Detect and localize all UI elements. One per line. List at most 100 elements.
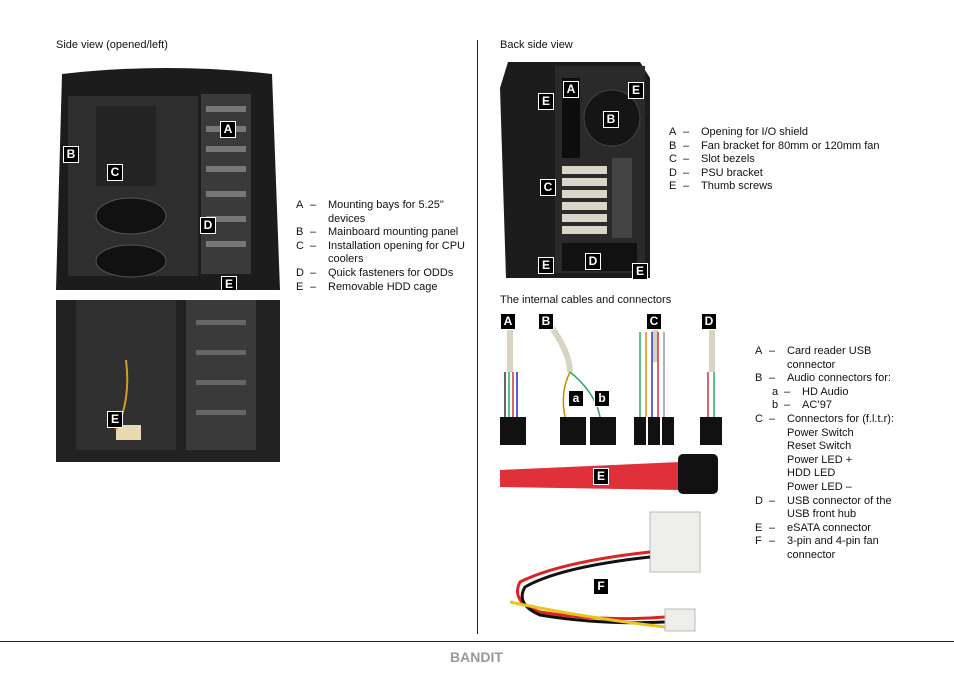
legend-dash: – xyxy=(683,126,690,138)
legend-subitem: b–AC’97 xyxy=(755,399,915,413)
label-badge: E xyxy=(632,263,648,280)
connector-name: Power LED + xyxy=(787,453,853,466)
legend-dash: – xyxy=(769,412,776,425)
connector-name: Power LED – xyxy=(787,480,852,493)
legend-item: D–USB connector of the USB front hub xyxy=(755,495,915,522)
legend-text: PSU bracket xyxy=(701,166,763,179)
label-badge: D xyxy=(585,253,601,270)
label-badge: E xyxy=(628,82,644,99)
legend-text: Audio connectors for: xyxy=(787,372,891,385)
legend-text: Connectors for (f.l.t.r): xyxy=(787,412,894,425)
legend-item: A–Mounting bays for 5.25" devices xyxy=(296,199,476,226)
legend-key: E xyxy=(755,521,763,534)
legend-item: B–Fan bracket for 80mm or 120mm fan xyxy=(669,140,919,154)
legend-text: Card reader USB connector xyxy=(787,345,872,371)
legend-text: Fan bracket for 80mm or 120mm fan xyxy=(701,139,880,152)
connector-name: Reset Switch xyxy=(787,440,852,453)
legend-dash: – xyxy=(683,139,690,152)
legend-key: A xyxy=(296,199,304,211)
side-view-legend: A–Mounting bays for 5.25" devices B–Main… xyxy=(296,199,476,294)
label-badge: E xyxy=(221,276,237,290)
legend-item: D–PSU bracket xyxy=(669,167,919,181)
connector-name: HDD LED xyxy=(787,467,836,480)
legend-item: E–Thumb screws xyxy=(669,180,919,194)
label-badge: A xyxy=(220,121,236,138)
cables-caption: The internal cables and connectors xyxy=(500,294,672,306)
legend-dash: – xyxy=(769,372,776,385)
label-badge: E xyxy=(538,93,554,110)
label-badge: F xyxy=(593,578,609,595)
back-view-legend: A–Opening for I/O shield B–Fan bracket f… xyxy=(669,126,919,194)
side-view-caption: Side view (opened/left) xyxy=(56,39,168,51)
column-divider xyxy=(477,40,478,634)
legend-dash: – xyxy=(683,166,690,179)
legend-key: B xyxy=(755,372,763,385)
legend-item: B–Audio connectors for: xyxy=(755,372,915,386)
label-badge: b xyxy=(594,390,610,407)
legend-text: USB connector of the USB front hub xyxy=(787,494,892,521)
label-badge: C xyxy=(646,313,662,330)
legend-key: A xyxy=(669,126,677,138)
legend-dash: – xyxy=(683,153,690,166)
label-badge: A xyxy=(563,81,579,98)
label-badge: C xyxy=(107,164,123,181)
legend-key: D xyxy=(669,166,677,179)
legend-text: Mainboard mounting panel xyxy=(328,226,459,239)
legend-key: E xyxy=(669,180,677,193)
label-badge: B xyxy=(538,313,554,330)
legend-dash: – xyxy=(310,280,317,293)
side-view-photo: A B C D E xyxy=(56,66,280,290)
legend-key: b xyxy=(772,399,779,412)
legend-dash: – xyxy=(310,199,317,211)
legend-dash: – xyxy=(310,239,317,252)
cables-photo: A B C D a b E F xyxy=(500,312,722,637)
legend-dash: – xyxy=(769,521,776,534)
label-badge: D xyxy=(200,217,216,234)
legend-dash: – xyxy=(769,494,776,507)
legend-text: Thumb screws xyxy=(701,180,773,193)
label-badge: B xyxy=(63,146,79,163)
legend-item: E–eSATA connector xyxy=(755,522,915,536)
legend-key: D xyxy=(296,266,304,279)
label-badge: E xyxy=(593,468,609,485)
legend-text: 3-pin and 4-pin fan connector xyxy=(787,535,879,561)
label-badge: E xyxy=(107,411,123,428)
legend-text: Removable HDD cage xyxy=(328,280,438,293)
legend-text: Mounting bays for 5.25" devices xyxy=(328,199,444,225)
legend-dash: – xyxy=(769,535,776,548)
legend-text: Quick fasteners for ODDs xyxy=(328,266,454,279)
legend-item: E–Removable HDD cage xyxy=(296,281,476,295)
legend-dash: – xyxy=(784,399,791,412)
legend-item: A–Card reader USB connector xyxy=(755,345,915,372)
legend-item: A–Opening for I/O shield xyxy=(669,126,919,140)
legend-text: AC’97 xyxy=(802,399,832,412)
back-view-photo: A E E B C E D E xyxy=(500,58,652,282)
label-badge: a xyxy=(568,390,584,407)
legend-subitem: a–HD Audio xyxy=(755,386,915,400)
legend-dash: – xyxy=(784,385,791,398)
connector-name: Power Switch xyxy=(787,426,854,439)
legend-key: A xyxy=(755,345,763,357)
legend-item: D–Quick fasteners for ODDs xyxy=(296,267,476,281)
legend-item: B–Mainboard mounting panel xyxy=(296,226,476,240)
legend-item: F–3-pin and 4-pin fan connector xyxy=(755,535,915,562)
label-badge: B xyxy=(603,111,619,128)
legend-key: C xyxy=(755,412,763,425)
label-badge: E xyxy=(538,257,554,274)
label-badge: A xyxy=(500,313,516,330)
legend-text: Opening for I/O shield xyxy=(701,126,809,138)
back-view-caption: Back side view xyxy=(500,39,573,51)
legend-dash: – xyxy=(310,226,317,239)
legend-key: C xyxy=(669,153,677,166)
legend-dash: – xyxy=(683,180,690,193)
legend-dash: – xyxy=(310,266,317,279)
legend-key: F xyxy=(755,535,762,548)
side-view-detail-photo: E xyxy=(56,300,280,462)
legend-key: B xyxy=(296,226,304,239)
legend-key: D xyxy=(755,494,763,507)
legend-key: B xyxy=(669,139,677,152)
legend-text: Slot bezels xyxy=(701,153,755,166)
label-badge: D xyxy=(701,313,717,330)
legend-text: HD Audio xyxy=(802,385,849,398)
